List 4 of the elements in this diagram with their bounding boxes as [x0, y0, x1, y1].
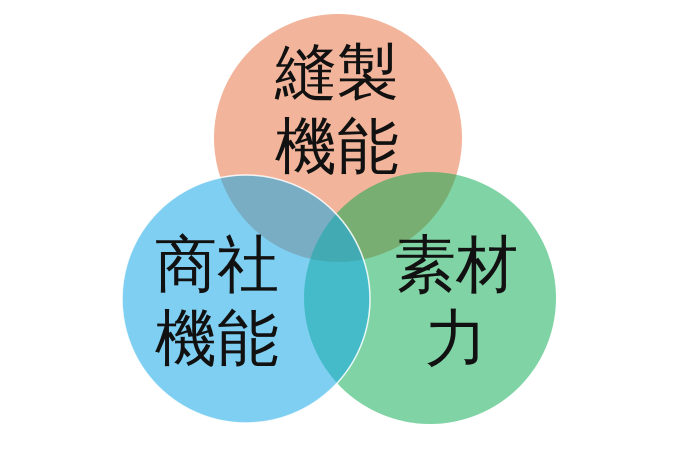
- circle-label: 縫製機能: [274, 36, 400, 184]
- venn-circle: [121, 174, 371, 424]
- circle-label: 商社機能: [154, 228, 280, 376]
- circle-label: 素材力: [393, 228, 519, 376]
